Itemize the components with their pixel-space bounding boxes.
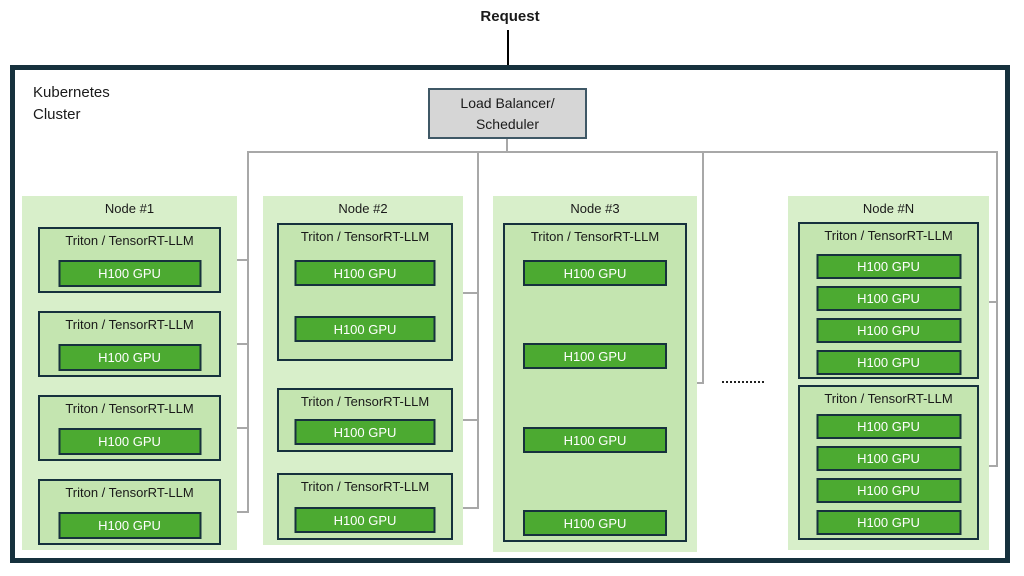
stub-nN-2 <box>988 465 996 467</box>
gpu-box: H100 GPU <box>58 260 201 287</box>
request-label: Request <box>480 8 540 25</box>
triton-label: Triton / TensorRT-LLM <box>65 485 194 500</box>
load-balancer-label-line2: Scheduler <box>475 115 540 132</box>
node-3: Node #3 Triton / TensorRT-LLM H100 GPU H… <box>493 196 697 552</box>
gpu-box: H100 GPU <box>58 344 201 371</box>
gpu-box: H100 GPU <box>816 478 961 503</box>
ellipsis-separator <box>722 381 764 383</box>
stub-n2-3 <box>463 507 477 509</box>
triton-label: Triton / TensorRT-LLM <box>824 228 953 243</box>
stub-n3-1 <box>694 382 702 384</box>
gpu-box: H100 GPU <box>816 318 961 343</box>
stub-n2-1 <box>463 292 477 294</box>
stub-n1-2 <box>229 343 247 345</box>
load-balancer-label-line1: Load Balancer/ <box>460 94 555 111</box>
node-1: Node #1 Triton / TensorRT-LLM H100 GPU T… <box>22 196 237 550</box>
feeder-node1 <box>247 151 249 513</box>
triton-label: Triton / TensorRT-LLM <box>65 233 194 248</box>
triton-label: Triton / TensorRT-LLM <box>824 391 953 406</box>
gpu-box: H100 GPU <box>523 427 667 453</box>
triton-instance: Triton / TensorRT-LLM H100 GPU H100 GPU <box>277 223 453 361</box>
gpu-box: H100 GPU <box>294 260 436 286</box>
node-title: Node #1 <box>104 201 155 216</box>
triton-instance: Triton / TensorRT-LLM H100 GPU <box>38 311 221 377</box>
feeder-node2 <box>477 151 479 509</box>
cluster-label: Kubernetes Cluster <box>33 82 110 126</box>
feeder-node3 <box>702 151 704 384</box>
gpu-box: H100 GPU <box>294 507 436 533</box>
node-2: Node #2 Triton / TensorRT-LLM H100 GPU H… <box>263 196 463 545</box>
gpu-box: H100 GPU <box>294 419 436 445</box>
gpu-box: H100 GPU <box>58 512 201 539</box>
triton-instance: Triton / TensorRT-LLM H100 GPU <box>38 479 221 545</box>
gpu-box: H100 GPU <box>816 414 961 439</box>
stub-nN-1 <box>988 301 996 303</box>
gpu-box: H100 GPU <box>816 446 961 471</box>
gpu-box: H100 GPU <box>816 286 961 311</box>
bus-connector <box>247 151 998 153</box>
triton-label: Triton / TensorRT-LLM <box>300 394 430 409</box>
gpu-box: H100 GPU <box>523 260 667 286</box>
gpu-box: H100 GPU <box>523 343 667 369</box>
cluster-label-line2: Cluster <box>33 106 81 123</box>
gpu-box: H100 GPU <box>816 510 961 535</box>
triton-label: Triton / TensorRT-LLM <box>65 401 194 416</box>
triton-instance: Triton / TensorRT-LLM H100 GPU H100 GPU … <box>798 385 979 540</box>
gpu-box: H100 GPU <box>816 254 961 279</box>
node-title: Node #3 <box>570 201 620 216</box>
request-arrow-line <box>507 30 509 79</box>
triton-label: Triton / TensorRT-LLM <box>530 229 660 244</box>
stub-n1-1 <box>229 259 247 261</box>
gpu-box: H100 GPU <box>58 428 201 455</box>
triton-label: Triton / TensorRT-LLM <box>300 479 430 494</box>
gpu-box: H100 GPU <box>816 350 961 375</box>
node-title: Node #2 <box>338 201 388 216</box>
stub-n1-4 <box>229 511 247 513</box>
triton-instance: Triton / TensorRT-LLM H100 GPU <box>277 388 453 452</box>
triton-instance: Triton / TensorRT-LLM H100 GPU H100 GPU … <box>798 222 979 379</box>
stub-n1-3 <box>229 427 247 429</box>
gpu-box: H100 GPU <box>294 316 436 342</box>
feeder-nodeN <box>996 151 998 467</box>
triton-instance: Triton / TensorRT-LLM H100 GPU <box>38 227 221 293</box>
triton-label: Triton / TensorRT-LLM <box>300 229 430 244</box>
stub-n2-2 <box>463 419 477 421</box>
cluster-label-line1: Kubernetes <box>33 84 110 101</box>
load-balancer-box: Load Balancer/ Scheduler <box>428 88 587 139</box>
triton-instance: Triton / TensorRT-LLM H100 GPU H100 GPU … <box>503 223 687 542</box>
triton-instance: Triton / TensorRT-LLM H100 GPU <box>277 473 453 540</box>
node-title: Node #N <box>862 201 915 216</box>
node-n: Node #N Triton / TensorRT-LLM H100 GPU H… <box>788 196 989 550</box>
lb-stub-connector <box>506 139 508 152</box>
triton-label: Triton / TensorRT-LLM <box>65 317 194 332</box>
triton-instance: Triton / TensorRT-LLM H100 GPU <box>38 395 221 461</box>
gpu-box: H100 GPU <box>523 510 667 536</box>
